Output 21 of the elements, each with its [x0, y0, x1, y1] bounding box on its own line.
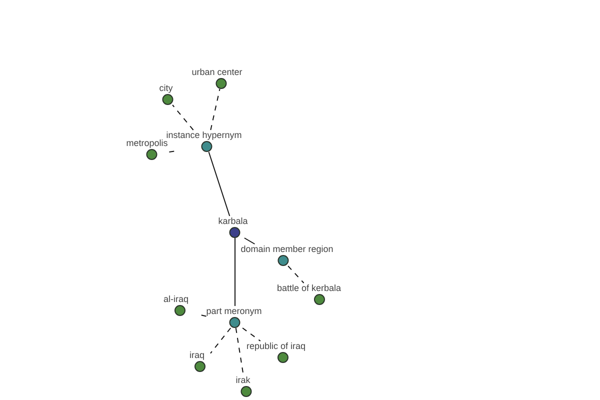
node-label: part meronym: [206, 306, 262, 316]
node-label: domain member region: [240, 244, 334, 254]
node-label: republic of iraq: [246, 341, 306, 351]
connector-line: [288, 266, 304, 284]
node-label: al-iraq: [164, 294, 188, 304]
connector-line: [242, 328, 261, 342]
node-label: battle of kerbala: [276, 283, 342, 293]
node-label: iraq: [190, 350, 204, 360]
node-label: city: [159, 83, 173, 93]
connector-line: [235, 328, 244, 376]
node-label: instance hypernym: [166, 130, 242, 140]
connector-line: [210, 88, 220, 130]
connector-line: [210, 328, 232, 354]
connector-line: [172, 104, 194, 130]
node-label: metropolis: [126, 138, 168, 148]
connector-line: [208, 152, 230, 216]
node-label: irak: [236, 375, 250, 385]
connector-line: [234, 238, 236, 306]
connector-line: [244, 238, 256, 244]
node-label: karbala: [218, 216, 248, 226]
node-label: urban center: [192, 67, 242, 77]
